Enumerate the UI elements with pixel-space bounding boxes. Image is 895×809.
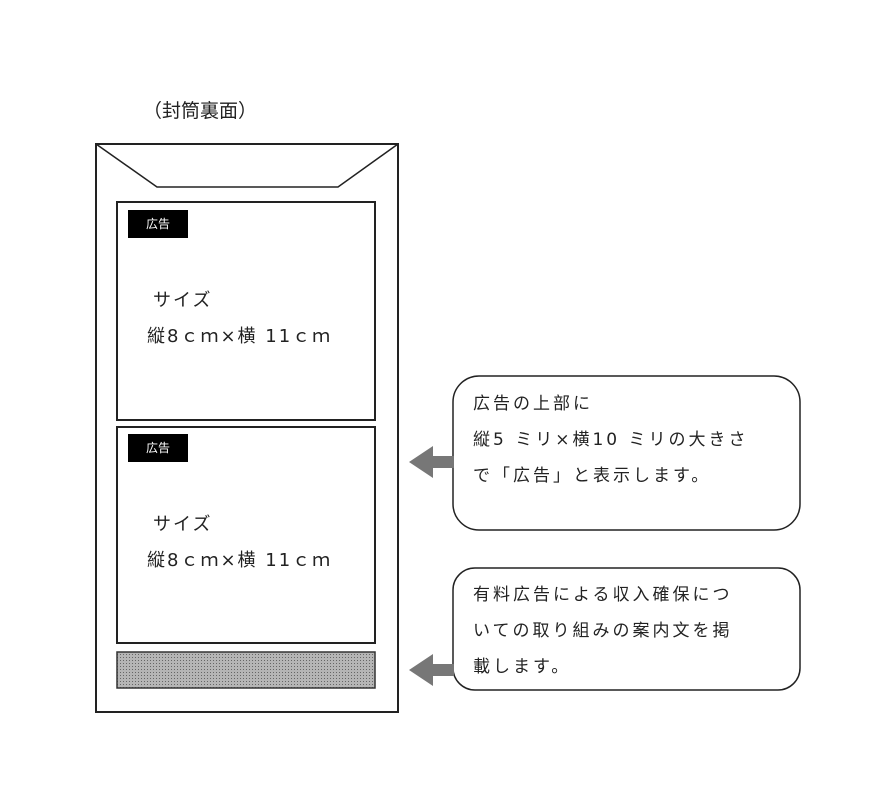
- callout-2-text: 有料広告による収入確保につ いての取り組みの案内文を掲 載します。: [473, 577, 733, 685]
- ad-box-1: [116, 201, 376, 421]
- callout-1-text: 広告の上部に 縦5 ミリ×横10 ミリの大きさ で「広告」と表示します。: [473, 386, 749, 494]
- arrow-left-icon: [409, 446, 454, 478]
- diagram-title: （封筒裏面）: [143, 100, 258, 122]
- callout-line: いての取り組みの案内文を掲: [473, 621, 733, 641]
- ad-box-2: [116, 426, 376, 644]
- callout-line: 載します。: [473, 657, 572, 677]
- ad-size-value-2: 縦8ｃｍ×横 11ｃｍ: [147, 550, 333, 571]
- ad-label-2: 広告: [128, 434, 188, 462]
- callout-box-2: [452, 567, 801, 691]
- ad-size-value-1: 縦8ｃｍ×横 11ｃｍ: [147, 326, 333, 347]
- callout-box-1: [452, 375, 801, 531]
- ad-size-heading-2: サイズ: [153, 514, 213, 535]
- callout-line: で「広告」と表示します。: [473, 466, 712, 486]
- envelope-outline: [95, 143, 399, 713]
- envelope-flap: [95, 143, 399, 188]
- callout-line: 有料広告による収入確保につ: [473, 585, 733, 605]
- ad-label-1: 広告: [128, 210, 188, 238]
- notice-area: [116, 651, 376, 689]
- ad-size-heading-1: サイズ: [153, 290, 213, 311]
- arrow-left-icon: [409, 654, 454, 686]
- callout-line: 広告の上部に: [473, 394, 593, 414]
- callout-line: 縦5 ミリ×横10 ミリの大きさ: [473, 430, 749, 450]
